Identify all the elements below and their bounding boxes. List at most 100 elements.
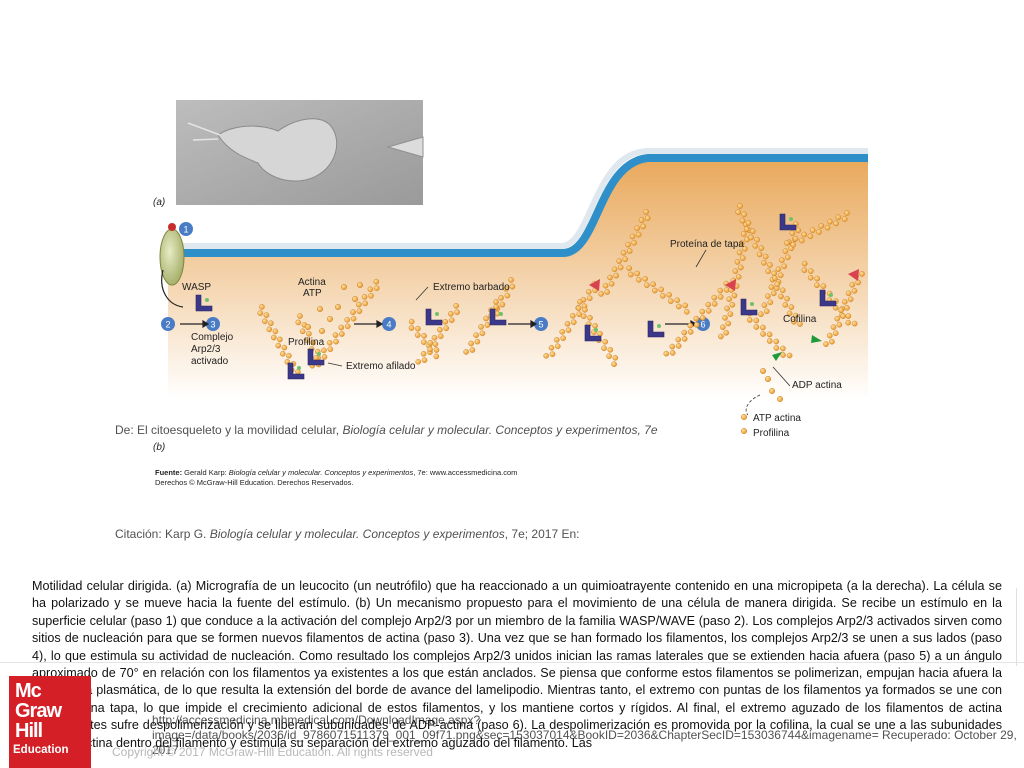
capping-proteins <box>589 269 859 291</box>
actin-monomer <box>340 283 347 290</box>
label-wasp: WASP <box>182 282 211 293</box>
actin-motility-figure: (a) 1 2 3 4 5 6 <box>153 100 868 453</box>
actin-filament <box>415 302 460 365</box>
actin-filament <box>598 209 651 297</box>
actin-filament <box>663 280 730 357</box>
source-site: , 7e: www.accessmedicina.com <box>413 468 518 477</box>
svg-text:2: 2 <box>165 320 170 330</box>
source-rights: Derechos © McGraw-Hill Education. Derech… <box>155 478 354 487</box>
label-atp-actina: ATP actina <box>753 413 801 424</box>
actin-filament <box>626 265 690 315</box>
actin-monomer <box>326 315 333 322</box>
source-label: Fuente: <box>155 468 183 477</box>
actin-filament <box>784 210 850 248</box>
arp23-complex-icon <box>779 213 797 231</box>
label-adp-actina: ADP actina <box>792 380 842 391</box>
right-divider <box>1016 588 1017 666</box>
wasp-dot-icon <box>829 293 833 297</box>
label-actina-2: ATP <box>303 288 322 299</box>
source-url-link[interactable]: http://accessmedicina.mhmedical.com/Down… <box>152 713 1017 757</box>
actin-filament <box>823 271 865 347</box>
actin-filament <box>257 304 301 375</box>
wasp-dot-icon <box>499 312 503 316</box>
svg-text:5: 5 <box>538 320 543 330</box>
citation-prefix: Citación: Karp G. <box>115 527 210 541</box>
label-extremo-barbado: Extremo barbado <box>433 282 510 293</box>
actin-monomer <box>741 428 748 435</box>
label-profilina: Profilina <box>288 337 325 348</box>
cofilin-icons <box>772 335 822 361</box>
wasp-dot-icon <box>317 352 321 356</box>
panel-a-label: (a) <box>153 197 165 208</box>
wasp-dot-icon <box>297 366 301 370</box>
label-actina-1: Actina <box>298 277 326 288</box>
actin-filament <box>309 278 380 369</box>
figure-source: Fuente: Gerald Karp: Biología celular y … <box>155 468 755 488</box>
actin-monomer <box>769 388 776 395</box>
logo-text-mc: Mc <box>15 680 42 702</box>
wasp-dot-icon <box>594 328 598 332</box>
arp23-complex-icon <box>489 308 507 326</box>
actin-filaments <box>257 203 865 375</box>
actin-filament <box>735 203 803 327</box>
logo-text-education: Education <box>13 744 69 756</box>
mcgraw-hill-logo: Mc Graw Hill Education <box>9 676 91 768</box>
label-proteina-tapa: Proteína de tapa <box>670 239 744 250</box>
label-complejo-3: activado <box>191 356 229 367</box>
micrograph-panel: (a) <box>153 100 424 208</box>
label-extremo-afilado: Extremo afilado <box>346 361 416 372</box>
actin-filament <box>408 318 440 360</box>
actin-monomer <box>304 323 311 330</box>
actin-monomer <box>318 327 325 334</box>
arp23-complex-icon <box>287 362 305 380</box>
from-prefix: De: El citoesqueleto y la movilidad celu… <box>115 423 343 437</box>
copyright-notice: Copyright © 2017 McGraw-Hill Education. … <box>112 745 433 759</box>
arp23-complex-icon <box>740 298 758 316</box>
actin-monomers <box>304 281 784 435</box>
receptor-icon <box>159 228 185 286</box>
label-leader-lines <box>327 249 791 416</box>
actin-monomer <box>351 295 358 302</box>
arp23-complex-icon <box>425 308 443 326</box>
from-title: Biología celular y molecular. Conceptos … <box>342 423 658 437</box>
arp23-complex-icon <box>647 320 665 338</box>
citation-title: Biología celular y molecular. Conceptos … <box>209 527 505 541</box>
footer-divider <box>0 662 1024 663</box>
actin-monomer <box>334 303 341 310</box>
ligand-icon <box>168 223 176 231</box>
wasp-dot-icon <box>205 298 209 302</box>
actin-monomer <box>760 368 767 375</box>
wasp-dot-icon <box>750 302 754 306</box>
label-complejo-2: Arp2/3 <box>191 344 221 355</box>
actin-monomer <box>316 305 323 312</box>
process-arrows <box>161 269 698 329</box>
citation-line: Citación: Karp G. Biología celular y mol… <box>115 527 579 542</box>
actin-monomer <box>765 376 772 383</box>
figure-caption: Motilidad celular dirigida. (a) Microgra… <box>32 579 1002 750</box>
cell-edge-diagram <box>159 148 868 400</box>
arp23-complex-icon <box>819 289 837 307</box>
svg-text:1: 1 <box>183 225 188 235</box>
actin-filament <box>543 280 599 359</box>
label-complejo-1: Complejo <box>191 332 234 343</box>
arp23-complex-icon <box>307 348 325 366</box>
panel-b-label: (b) <box>153 442 165 453</box>
actin-monomer <box>741 414 748 421</box>
source-title: Biología celular y molecular. Conceptos … <box>228 468 414 477</box>
actin-filament <box>575 298 619 368</box>
arp23-complexes <box>195 213 837 380</box>
svg-text:4: 4 <box>386 320 391 330</box>
source-author: Gerald Karp: <box>182 468 229 477</box>
wasp-dot-icon <box>789 217 793 221</box>
label-profilina-legend: Profilina <box>753 428 790 439</box>
logo-text-hill: Hill <box>15 720 43 742</box>
from-line: De: El citoesqueleto y la movilidad celu… <box>115 423 658 438</box>
logo-text-graw: Graw <box>15 700 62 722</box>
actin-monomer <box>356 281 363 288</box>
actin-monomer <box>777 396 784 403</box>
arp23-complex-icon <box>195 294 213 312</box>
svg-text:6: 6 <box>700 320 705 330</box>
svg-text:3: 3 <box>210 320 215 330</box>
arp23-complex-icon <box>584 324 602 342</box>
label-cofilina: Cofilina <box>783 314 817 325</box>
